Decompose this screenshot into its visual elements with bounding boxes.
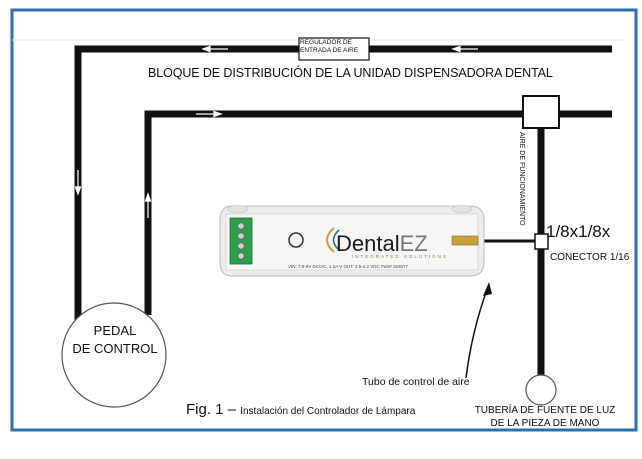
figure-caption-text: Instalación del Controlador de Lámpara — [240, 406, 416, 417]
connector-size-label: 1/8x1/8x — [546, 222, 611, 241]
handpiece-light-label-line2: DE LA PIEZA DE MANO — [490, 418, 600, 429]
regulator-box — [298, 37, 370, 61]
arrow-left-icon — [201, 45, 211, 53]
outer-frame — [10, 8, 638, 432]
figure-caption: Fig. 1 – Instalación del Controlador de … — [186, 401, 415, 418]
arrow-down-icon — [74, 186, 82, 196]
figure-number: Fig. 1 – — [186, 401, 237, 418]
distribution-block-label: BLOQUE DE DISTRIBUCIÓN DE LA UNIDAD DISP… — [148, 66, 553, 80]
connector-1-16 — [534, 233, 549, 250]
operating-air-label: AIRE DE FUNCIONAMIENTO — [518, 132, 525, 226]
handpiece-light-label: TUBERÍA DE FUENTE DE LUZ DE LA PIEZA DE … — [460, 404, 630, 430]
regulator-label-line1: REGULADOR DE — [300, 39, 353, 46]
device-specs: VIN: 7.5-9V DC/AC, 1.2A V OUT: 2.5-4.2 V… — [288, 264, 409, 269]
brand-main: Dental — [336, 231, 400, 256]
handpiece-light-label-line1: TUBERÍA DE FUENTE DE LUZ — [474, 405, 616, 416]
arrow-left-icon — [451, 45, 461, 53]
arrow-up-icon — [144, 192, 152, 202]
brand-accent: EZ — [399, 231, 428, 256]
supply-tube-bottom — [144, 110, 612, 315]
brass-fitting — [451, 235, 479, 246]
flow-arrows — [74, 45, 478, 218]
pedal-label: PEDAL DE CONTROL — [60, 322, 170, 358]
supply-tube-top — [74, 45, 612, 340]
control-pedal — [61, 302, 167, 408]
device-brand-sub: INTEGRATED SOLUTIONS — [352, 254, 448, 259]
pedal-label-line1: PEDAL — [93, 323, 137, 338]
connector-label: CONECTOR 1/16 — [550, 252, 630, 263]
pointer-line — [465, 286, 489, 379]
pedal-label-line2: DE CONTROL — [72, 341, 158, 356]
adjust-knob — [288, 232, 304, 248]
regulator-label-line2: ENTRADA DE AIRE — [300, 47, 359, 54]
distribution-tee — [522, 95, 560, 129]
regulator-label: REGULADOR DE ENTRADA DE AIRE — [300, 39, 370, 55]
terminal-block — [229, 217, 253, 265]
arrow-right-icon — [213, 110, 223, 118]
air-control-tube-label: Tubo de control de aire — [362, 376, 470, 388]
lamp-controller-device — [219, 204, 485, 277]
device-brand: DentalEZ — [336, 231, 428, 257]
handpiece-light-source — [525, 374, 557, 406]
pointer-arrow-icon — [483, 282, 492, 296]
